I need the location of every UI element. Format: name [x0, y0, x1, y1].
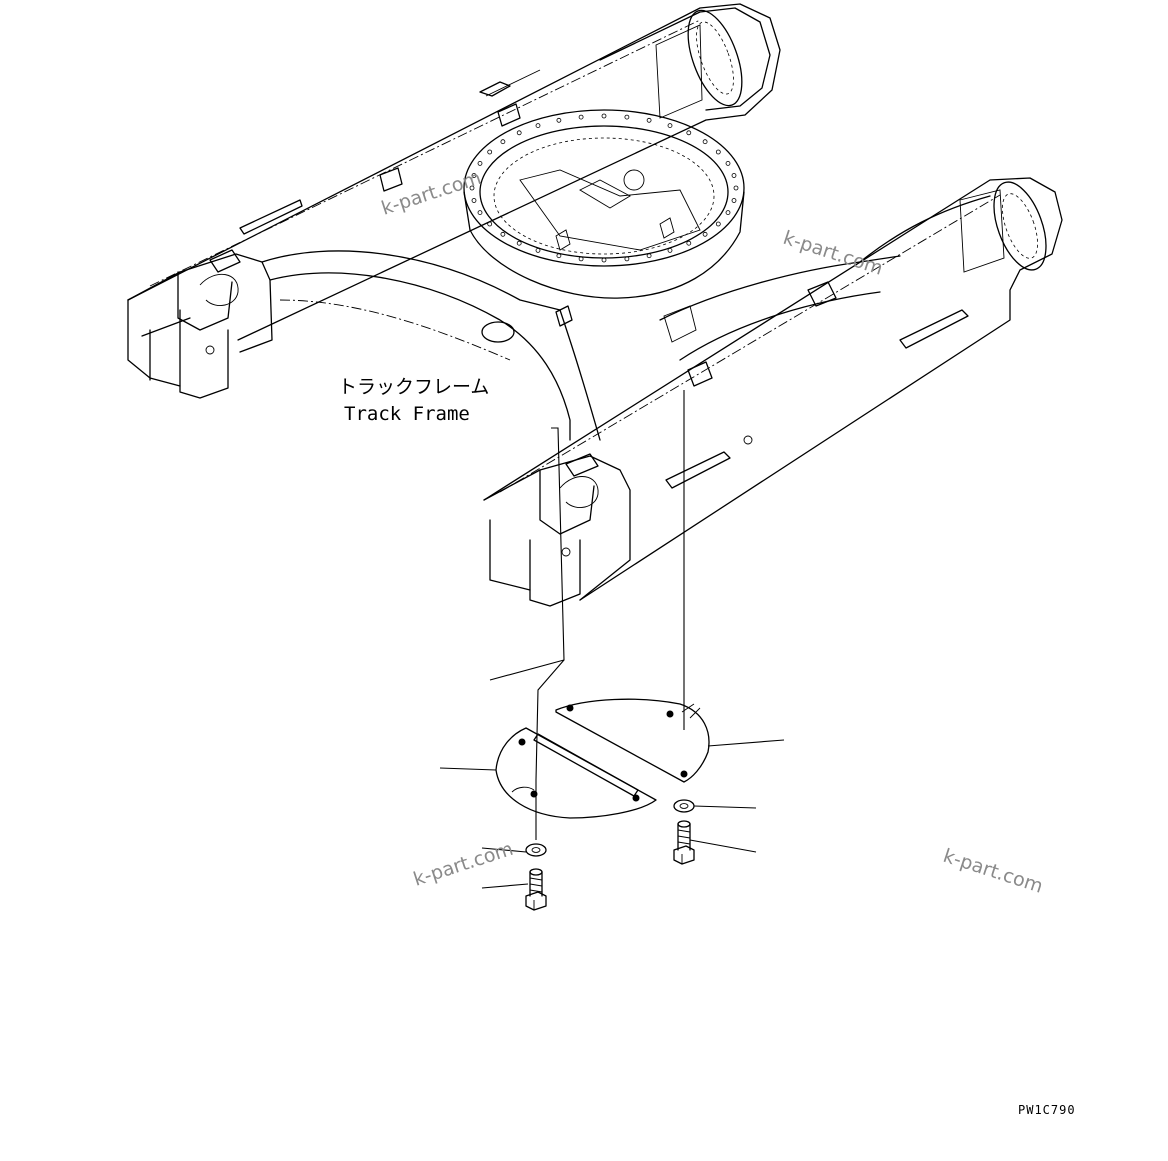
callout-leaders — [439, 739, 785, 889]
bolt-hole — [646, 253, 652, 259]
bolt-hole — [471, 198, 477, 203]
bolt-hole — [469, 185, 475, 191]
bolt-hole — [487, 221, 493, 227]
washer-left — [525, 843, 547, 857]
bolt-hole — [624, 114, 630, 120]
bolt-hole — [715, 221, 721, 227]
watermark-text: k-part.com — [940, 845, 1045, 898]
drawing-code: PW1C790 — [1018, 1103, 1076, 1117]
bolt-hole — [578, 256, 584, 262]
bolt-hole — [667, 247, 673, 253]
bolt-hole — [500, 231, 506, 237]
swing-circle-bolt-holes — [469, 113, 739, 263]
bolt-hole — [715, 149, 721, 155]
bolt-hole — [556, 117, 562, 123]
watermarks: k-part.com k-part.com k-part.com k-part.… — [379, 167, 1046, 898]
bolt-hole — [477, 160, 483, 166]
bolt-hole — [725, 160, 731, 166]
washer-right — [673, 799, 695, 813]
bolt-hole — [556, 253, 562, 259]
left-track-beam — [127, 3, 781, 399]
bolt-hole — [601, 257, 607, 263]
watermark-text: k-part.com — [411, 838, 516, 891]
bolt-hole — [624, 256, 630, 262]
bolt-hole — [686, 130, 692, 136]
bolt-hole — [516, 130, 522, 136]
swing-circle — [463, 109, 745, 299]
part-name-japanese: トラックフレーム — [338, 376, 489, 398]
bolt-hole — [535, 247, 541, 253]
bolt-hole — [487, 149, 493, 155]
under-cover-right — [555, 698, 710, 783]
bolt-hole — [578, 114, 584, 120]
bolt-hole — [733, 185, 739, 191]
bolt-hole — [731, 173, 737, 178]
bolt-right — [673, 820, 695, 865]
under-cover-left — [495, 727, 657, 819]
frame-cross-members — [261, 195, 991, 441]
bolt-hole — [725, 210, 731, 216]
bolt-hole — [731, 198, 737, 203]
bolt-hole — [646, 117, 652, 123]
bolt-hole — [477, 210, 483, 216]
bolt-hole — [667, 123, 673, 128]
bolt-hole — [471, 173, 477, 178]
bolt-hole — [500, 139, 506, 145]
watermark-text: k-part.com — [780, 227, 885, 280]
bolt-hole — [535, 123, 541, 128]
bolt-hole — [702, 231, 708, 237]
track-frame-drawing: トラックフレーム Track Frame — [127, 3, 1063, 607]
part-name-english: Track Frame — [344, 403, 470, 425]
bolt-left — [525, 868, 547, 911]
bolt-hole — [702, 139, 708, 145]
right-track-beam — [483, 177, 1063, 607]
bolt-hole — [516, 240, 522, 246]
watermark-text: k-part.com — [379, 167, 484, 220]
bolt-hole — [601, 113, 607, 119]
bolt-hole — [686, 240, 692, 246]
